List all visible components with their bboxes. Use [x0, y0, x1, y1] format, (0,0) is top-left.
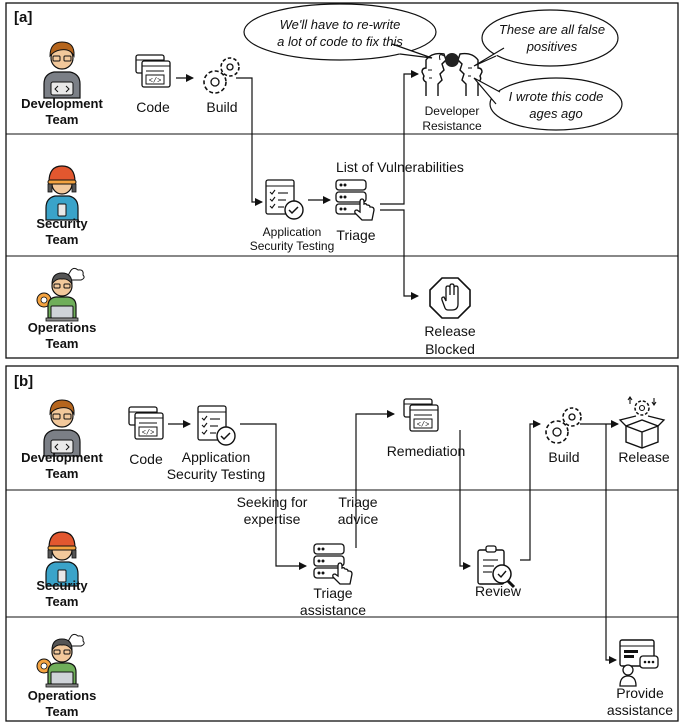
- bubble-text: These are all false: [499, 22, 605, 37]
- bubble-text: I wrote this code: [509, 89, 604, 104]
- flow-arrow: [355, 410, 395, 548]
- lane-label-development: Development: [21, 450, 103, 465]
- lane-label-operations: Team: [46, 704, 79, 719]
- lane-label-operations: Operations: [28, 688, 97, 703]
- step-triage-assist: assistance: [300, 602, 366, 618]
- flow-arrow: [236, 77, 263, 206]
- release-box-icon: [619, 396, 665, 449]
- panel-tag: [a]: [14, 9, 32, 26]
- flow-arrow: [459, 430, 471, 570]
- step-blocked: Blocked: [425, 341, 475, 357]
- lane-label-security: Security: [36, 216, 88, 231]
- operations-person-icon: [36, 633, 85, 688]
- panel-tag: [b]: [14, 373, 33, 390]
- step-triage-assist: Triage: [313, 585, 352, 601]
- step-resistance: Resistance: [422, 119, 482, 133]
- step-code: Code: [136, 99, 170, 115]
- security-person-icon: [45, 165, 79, 221]
- gears-icon: [545, 407, 582, 444]
- step-remediation: Remediation: [387, 443, 466, 459]
- panel-a: [a] Development Team Security Team Opera…: [5, 2, 679, 359]
- arguing-heads-icon: [421, 52, 483, 97]
- lane-label-development: Team: [46, 466, 79, 481]
- code-icon: [403, 398, 439, 432]
- step-build: Build: [548, 449, 579, 465]
- clipboard-review-icon: [476, 544, 516, 589]
- lane-label-development: Team: [46, 112, 79, 127]
- operations-person-icon: [36, 267, 85, 322]
- flow-arrow: [380, 70, 419, 205]
- vulnerability-list-label: List of Vulnerabilities: [336, 159, 464, 175]
- lane-label-security: Team: [46, 232, 79, 247]
- step-provide: assistance: [607, 702, 673, 718]
- step-triage-advice: advice: [338, 511, 379, 527]
- checklist-icon: [265, 179, 304, 220]
- step-ast: Security Testing: [250, 239, 335, 253]
- panel-a-frame: [5, 2, 679, 359]
- lane-label-security: Security: [36, 578, 88, 593]
- server-hand-icon: [335, 179, 375, 221]
- speech-bubble-false-positives: These are all false positives: [473, 9, 619, 67]
- flow-arrow: [520, 420, 541, 561]
- checklist-icon: [197, 405, 236, 446]
- step-provide: Provide: [616, 685, 664, 701]
- step-code: Code: [129, 451, 163, 467]
- step-seeking: Seeking for: [237, 494, 308, 510]
- lane-label-operations: Team: [46, 336, 79, 351]
- support-desk-icon: [619, 639, 659, 687]
- bubble-text: a lot of code to fix this: [277, 34, 403, 49]
- code-icon: [128, 406, 164, 440]
- step-build: Build: [206, 99, 237, 115]
- code-icon: [135, 54, 171, 88]
- flow-arrow: [240, 423, 307, 570]
- panel-b-frame: [5, 365, 679, 722]
- stop-hand-icon: [429, 277, 471, 319]
- lane-label-operations: Operations: [28, 320, 97, 335]
- server-hand-icon: [313, 543, 353, 585]
- step-release: Release: [618, 449, 670, 465]
- step-triage-advice: Triage: [338, 494, 377, 510]
- lane-label-development: Development: [21, 96, 103, 111]
- step-ast: Application: [263, 225, 322, 239]
- lane-label-security: Team: [46, 594, 79, 609]
- speech-bubble-rewrite: We'll have to re-write a lot of code to …: [243, 3, 437, 61]
- speech-bubble-ages-ago: I wrote this code ages ago: [473, 77, 623, 131]
- bubble-text: positives: [526, 39, 578, 54]
- flow-arrow: [380, 209, 419, 300]
- step-review: Review: [475, 583, 522, 599]
- bubble-text: We'll have to re-write: [280, 17, 401, 32]
- flow-arrow: [605, 424, 617, 664]
- bubble-text: ages ago: [529, 106, 583, 121]
- step-ast: Security Testing: [167, 466, 266, 482]
- gears-icon: [203, 57, 240, 94]
- step-ast: Application: [182, 449, 251, 465]
- panel-b: [b] Development Team Security Team Opera…: [5, 365, 679, 722]
- step-blocked: Release: [424, 323, 476, 339]
- developer-icon: [43, 41, 81, 99]
- developer-icon: [43, 399, 81, 457]
- step-triage: Triage: [336, 227, 375, 243]
- step-seeking: expertise: [244, 511, 301, 527]
- step-resistance: Developer: [425, 104, 480, 118]
